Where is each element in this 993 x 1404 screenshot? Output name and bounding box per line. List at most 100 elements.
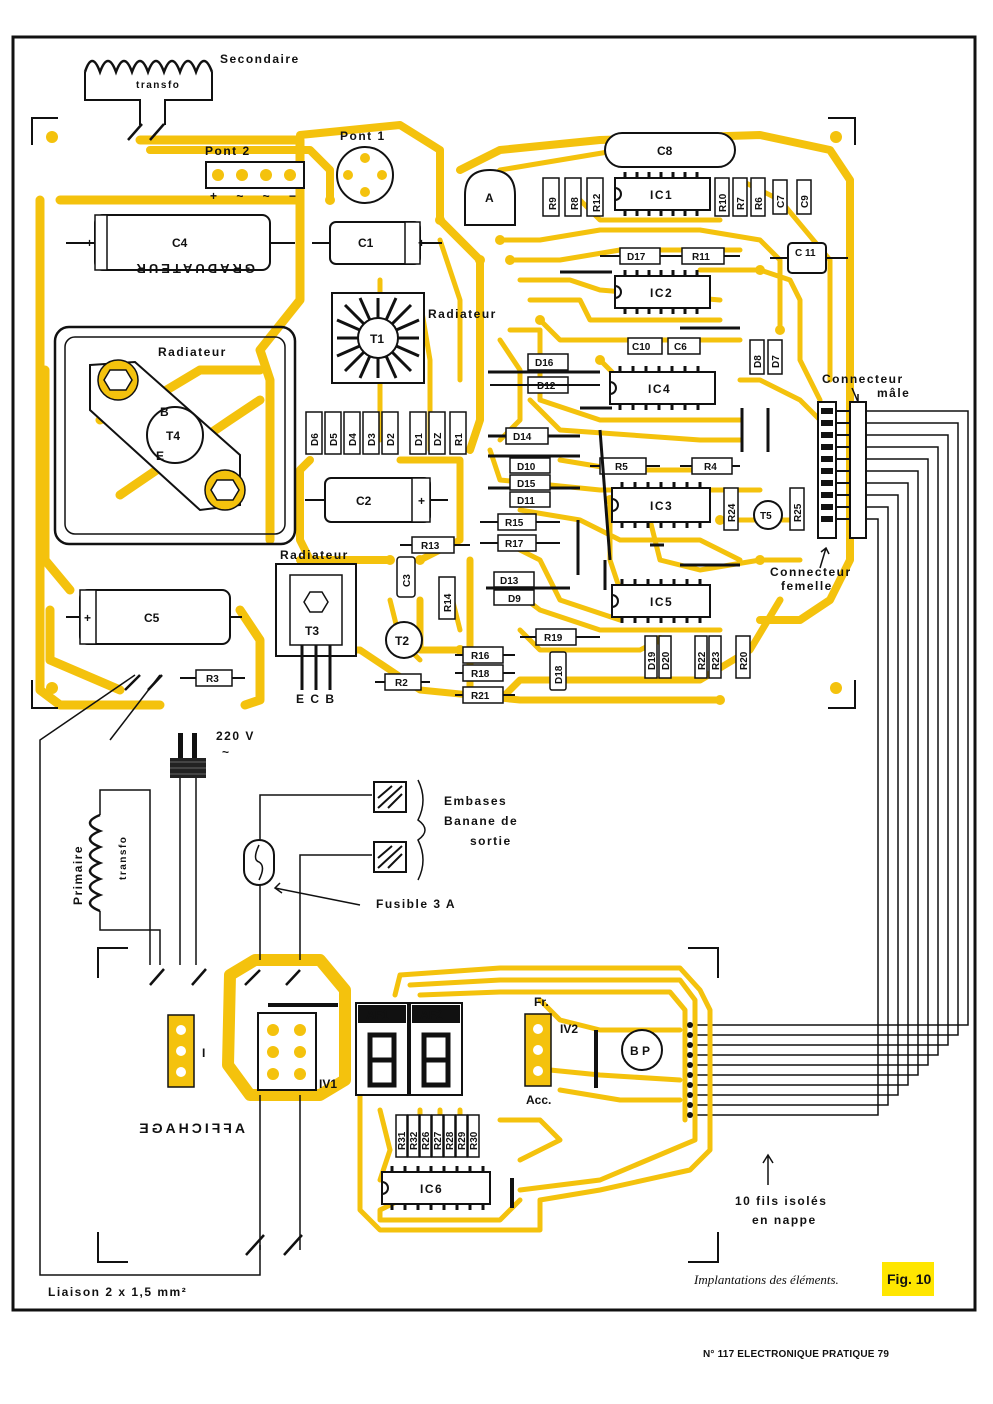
connecteur-male-label-2: mâle xyxy=(877,386,910,400)
figure-caption: Implantations des éléments. xyxy=(693,1272,839,1287)
connecteur-male xyxy=(836,401,867,539)
d3-label: D3 xyxy=(367,433,378,446)
capacitor-c2: + C2 xyxy=(305,477,448,523)
svg-text:T2: T2 xyxy=(395,634,409,648)
upper-board-pads xyxy=(46,131,842,705)
fils-arrow xyxy=(762,1153,774,1185)
d11-label: D11 xyxy=(517,496,535,507)
graduateur-label: GRADUATEUR xyxy=(134,261,255,276)
embases-label-1: Embases xyxy=(444,794,507,808)
d18-label: D18 xyxy=(554,665,565,684)
svg-text:B: B xyxy=(160,405,169,419)
fr-label: Fr. xyxy=(534,995,549,1009)
svg-text:C 11: C 11 xyxy=(795,248,816,259)
d5-label: D5 xyxy=(329,433,340,446)
ic3-label: IC3 xyxy=(650,499,673,513)
capacitor-c4: + C4 GRADUATEUR xyxy=(66,214,295,276)
embases-label-3: sortie xyxy=(470,834,512,848)
ic-pins-upper xyxy=(618,172,702,623)
ic6-label: IC6 xyxy=(420,1182,443,1196)
radiateur-t3-label: Radiateur xyxy=(280,548,349,562)
switch-iv2: Fr. Acc. IV2 xyxy=(524,995,598,1107)
secondaire-label: Secondaire xyxy=(220,52,300,66)
capacitor-c11: C 11 xyxy=(770,242,848,274)
radiateur-t1-label: Radiateur xyxy=(428,307,497,321)
radiateur-t1: T1 Radiateur xyxy=(331,292,497,384)
device-a: A xyxy=(464,168,516,226)
r26-label: R26 xyxy=(421,1131,432,1150)
resistors-lower-row xyxy=(180,646,515,704)
diodes-d16-d12 xyxy=(488,353,600,394)
t4-label: T4 xyxy=(166,429,180,443)
r28-label: R28 xyxy=(445,1131,456,1150)
row-c10-c6 xyxy=(627,337,701,355)
display-af2: AF2 xyxy=(409,1002,463,1096)
interrupteur-label: I xyxy=(202,1046,205,1060)
transistor-t2: T2 xyxy=(385,621,423,659)
resistors-r24-r25 xyxy=(723,487,805,531)
d12-label: D12 xyxy=(537,381,556,392)
d14-label: D14 xyxy=(513,432,532,443)
radiateur-t4-label: Radiateur xyxy=(158,345,227,359)
t1-label: T1 xyxy=(370,332,384,346)
c6-label: C6 xyxy=(674,342,687,353)
d8-label: D8 xyxy=(753,355,764,368)
ic-chips-upper xyxy=(609,177,716,618)
svg-text:A: A xyxy=(485,191,494,205)
fusible-label: Fusible 3 A xyxy=(376,897,456,911)
r18-label: R18 xyxy=(471,669,490,680)
c1-label: C1 xyxy=(358,236,374,250)
svg-text:AF1: AF1 xyxy=(366,1008,389,1022)
d10-label: D10 xyxy=(517,462,536,473)
fils-label-1: 10 fils isolés xyxy=(735,1194,827,1208)
ic2-label: IC2 xyxy=(650,286,673,300)
primaire-label: Primaire xyxy=(71,845,85,905)
d16-label: D16 xyxy=(535,358,554,369)
fils-label-2: en nappe xyxy=(752,1213,817,1227)
dz-label: DZ xyxy=(433,433,444,446)
fuse: Fusible 3 A xyxy=(243,839,456,911)
r23-label: R23 xyxy=(711,651,722,670)
diodes-d13-d9 xyxy=(486,571,570,606)
resistors-r15-r17-r13 xyxy=(400,513,560,554)
connecteur-femelle-label-2: femelle xyxy=(781,579,833,593)
bp-label: B P xyxy=(630,1044,650,1058)
r16-label: R16 xyxy=(471,651,490,662)
r21-label: R21 xyxy=(471,691,490,702)
svg-text:C8: C8 xyxy=(657,144,673,158)
d17-label: D17 xyxy=(627,252,646,263)
c4-label: C4 xyxy=(172,236,188,250)
pont2-bridge: Pont 2 + ~ ~ − xyxy=(205,144,305,203)
resistor-bank xyxy=(395,1114,480,1158)
r31-label: R31 xyxy=(397,1131,408,1150)
c7-label: C7 xyxy=(776,195,787,208)
display-board-tracks xyxy=(357,965,713,1233)
d7-label: D7 xyxy=(771,355,782,368)
capacitor-c5: + C5 xyxy=(66,589,242,645)
ribbon-cable xyxy=(690,410,969,1116)
diode-column xyxy=(488,427,580,508)
svg-text:+: + xyxy=(84,611,91,625)
pont2-pins: + ~ ~ − xyxy=(210,189,304,203)
display-af1: AF1 xyxy=(355,1002,409,1096)
r17-label: R17 xyxy=(505,539,524,550)
r9-label: R9 xyxy=(548,197,559,210)
radiateur-t4: Radiateur T4 B E xyxy=(53,325,297,546)
iv2-label: IV2 xyxy=(560,1022,578,1036)
d4-label: D4 xyxy=(348,433,359,446)
r15-label: R15 xyxy=(505,518,524,529)
t3-label: T3 xyxy=(305,624,319,638)
connecteur-femelle xyxy=(817,401,837,539)
r5-label: R5 xyxy=(615,462,628,473)
c9-label: C9 xyxy=(800,195,811,208)
r3-label: R3 xyxy=(206,674,219,685)
diode-stack xyxy=(305,411,467,455)
capacitor-c8: C8 xyxy=(604,132,736,168)
r4-label: R4 xyxy=(704,462,717,473)
ic5-label: IC5 xyxy=(650,595,673,609)
svg-text:+: + xyxy=(418,494,425,508)
connecteur-male-label-1: Connecteur xyxy=(822,372,904,386)
diode-d18 xyxy=(549,651,567,691)
primary-transformer: Primaire transfo xyxy=(71,789,207,986)
pont2-label: Pont 2 xyxy=(205,144,251,158)
